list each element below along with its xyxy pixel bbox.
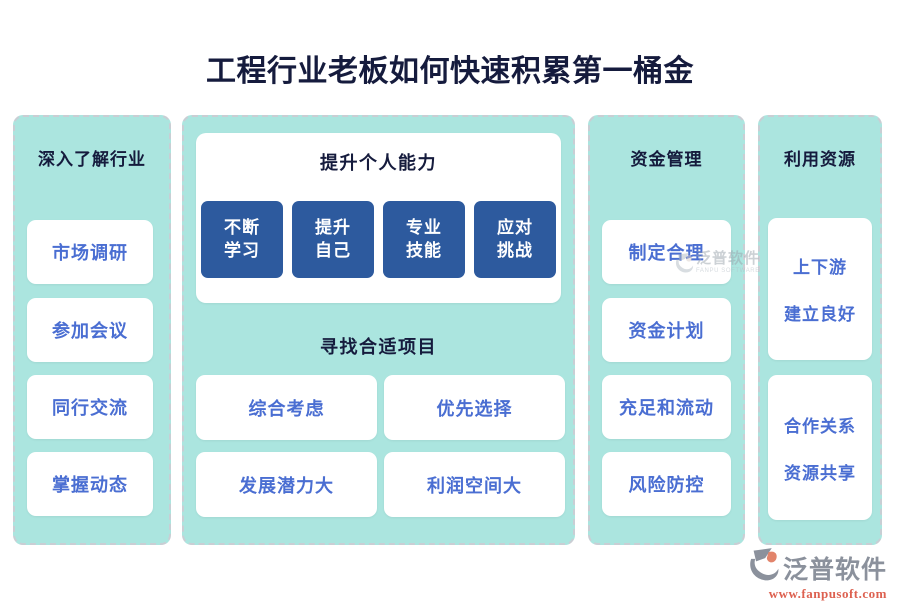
projects-header: 寻找合适项目 [320,337,437,357]
item-card: 优先选择 [384,375,565,440]
ability-button-row: 不断 学习 提升 自己 专业 技能 应对 挑战 [196,201,561,278]
ability-tile: 应对 挑战 [474,201,556,278]
item-card: 掌握动态 [27,452,153,516]
item-card: 发展潜力大 [196,452,377,517]
tile-line: 应对 [497,217,533,237]
item-card: 充足和流动 [602,375,731,439]
panel-header: 深入了解行业 [38,150,146,169]
item-card: 资金计划 [602,298,731,362]
tile-line: 专业 [406,217,442,237]
ability-tile: 提升 自己 [292,201,374,278]
tile-line: 学习 [224,240,260,260]
ability-tile: 不断 学习 [201,201,283,278]
ability-header: 提升个人能力 [320,153,437,173]
ability-card: 提升个人能力 不断 学习 提升 自己 专业 技能 应对 挑战 [196,133,561,303]
card-line: 上下游 [793,258,847,277]
fanpu-footer-logo: 泛普软件 www.fanpusoft.com [747,547,887,602]
footer-brand-name: 泛普软件 [782,556,887,584]
card-line: 资源共享 [784,463,856,483]
item-card: 利润空间大 [384,452,565,517]
item-card: 上下游 建立良好 [768,218,872,360]
tile-line: 提升 [315,217,351,237]
item-card: 综合考虑 [196,375,377,440]
item-card: 参加会议 [27,298,153,362]
item-card: 同行交流 [27,375,153,439]
item-card: 制定合理 [602,220,731,284]
panel-header: 资金管理 [630,150,703,169]
item-card: 风险防控 [602,452,731,516]
tile-line: 挑战 [497,240,533,260]
card-line: 建立良好 [784,305,856,324]
panel-use-resources: 利用资源 上下游 建立良好 合作关系 资源共享 [758,115,882,545]
panel-header: 利用资源 [784,150,856,169]
ability-tile: 专业 技能 [383,201,465,278]
tile-line: 自己 [315,240,351,260]
item-card: 市场调研 [27,220,153,284]
item-card: 合作关系 资源共享 [768,375,872,520]
panel-ability-and-projects: 提升个人能力 不断 学习 提升 自己 专业 技能 应对 挑战 [182,115,575,545]
fanpu-logo-icon [747,547,780,589]
tile-line: 不断 [224,217,260,237]
panel-fund-management: 资金管理 制定合理 资金计划 充足和流动 风险防控 [588,115,745,545]
tile-line: 技能 [406,240,442,260]
footer-url: www.fanpusoft.com [768,586,887,601]
page-title: 工程行业老板如何快速积累第一桶金 [206,55,694,88]
card-line: 合作关系 [784,416,856,436]
panel-understand-industry: 深入了解行业 市场调研 参加会议 同行交流 掌握动态 [13,115,171,545]
